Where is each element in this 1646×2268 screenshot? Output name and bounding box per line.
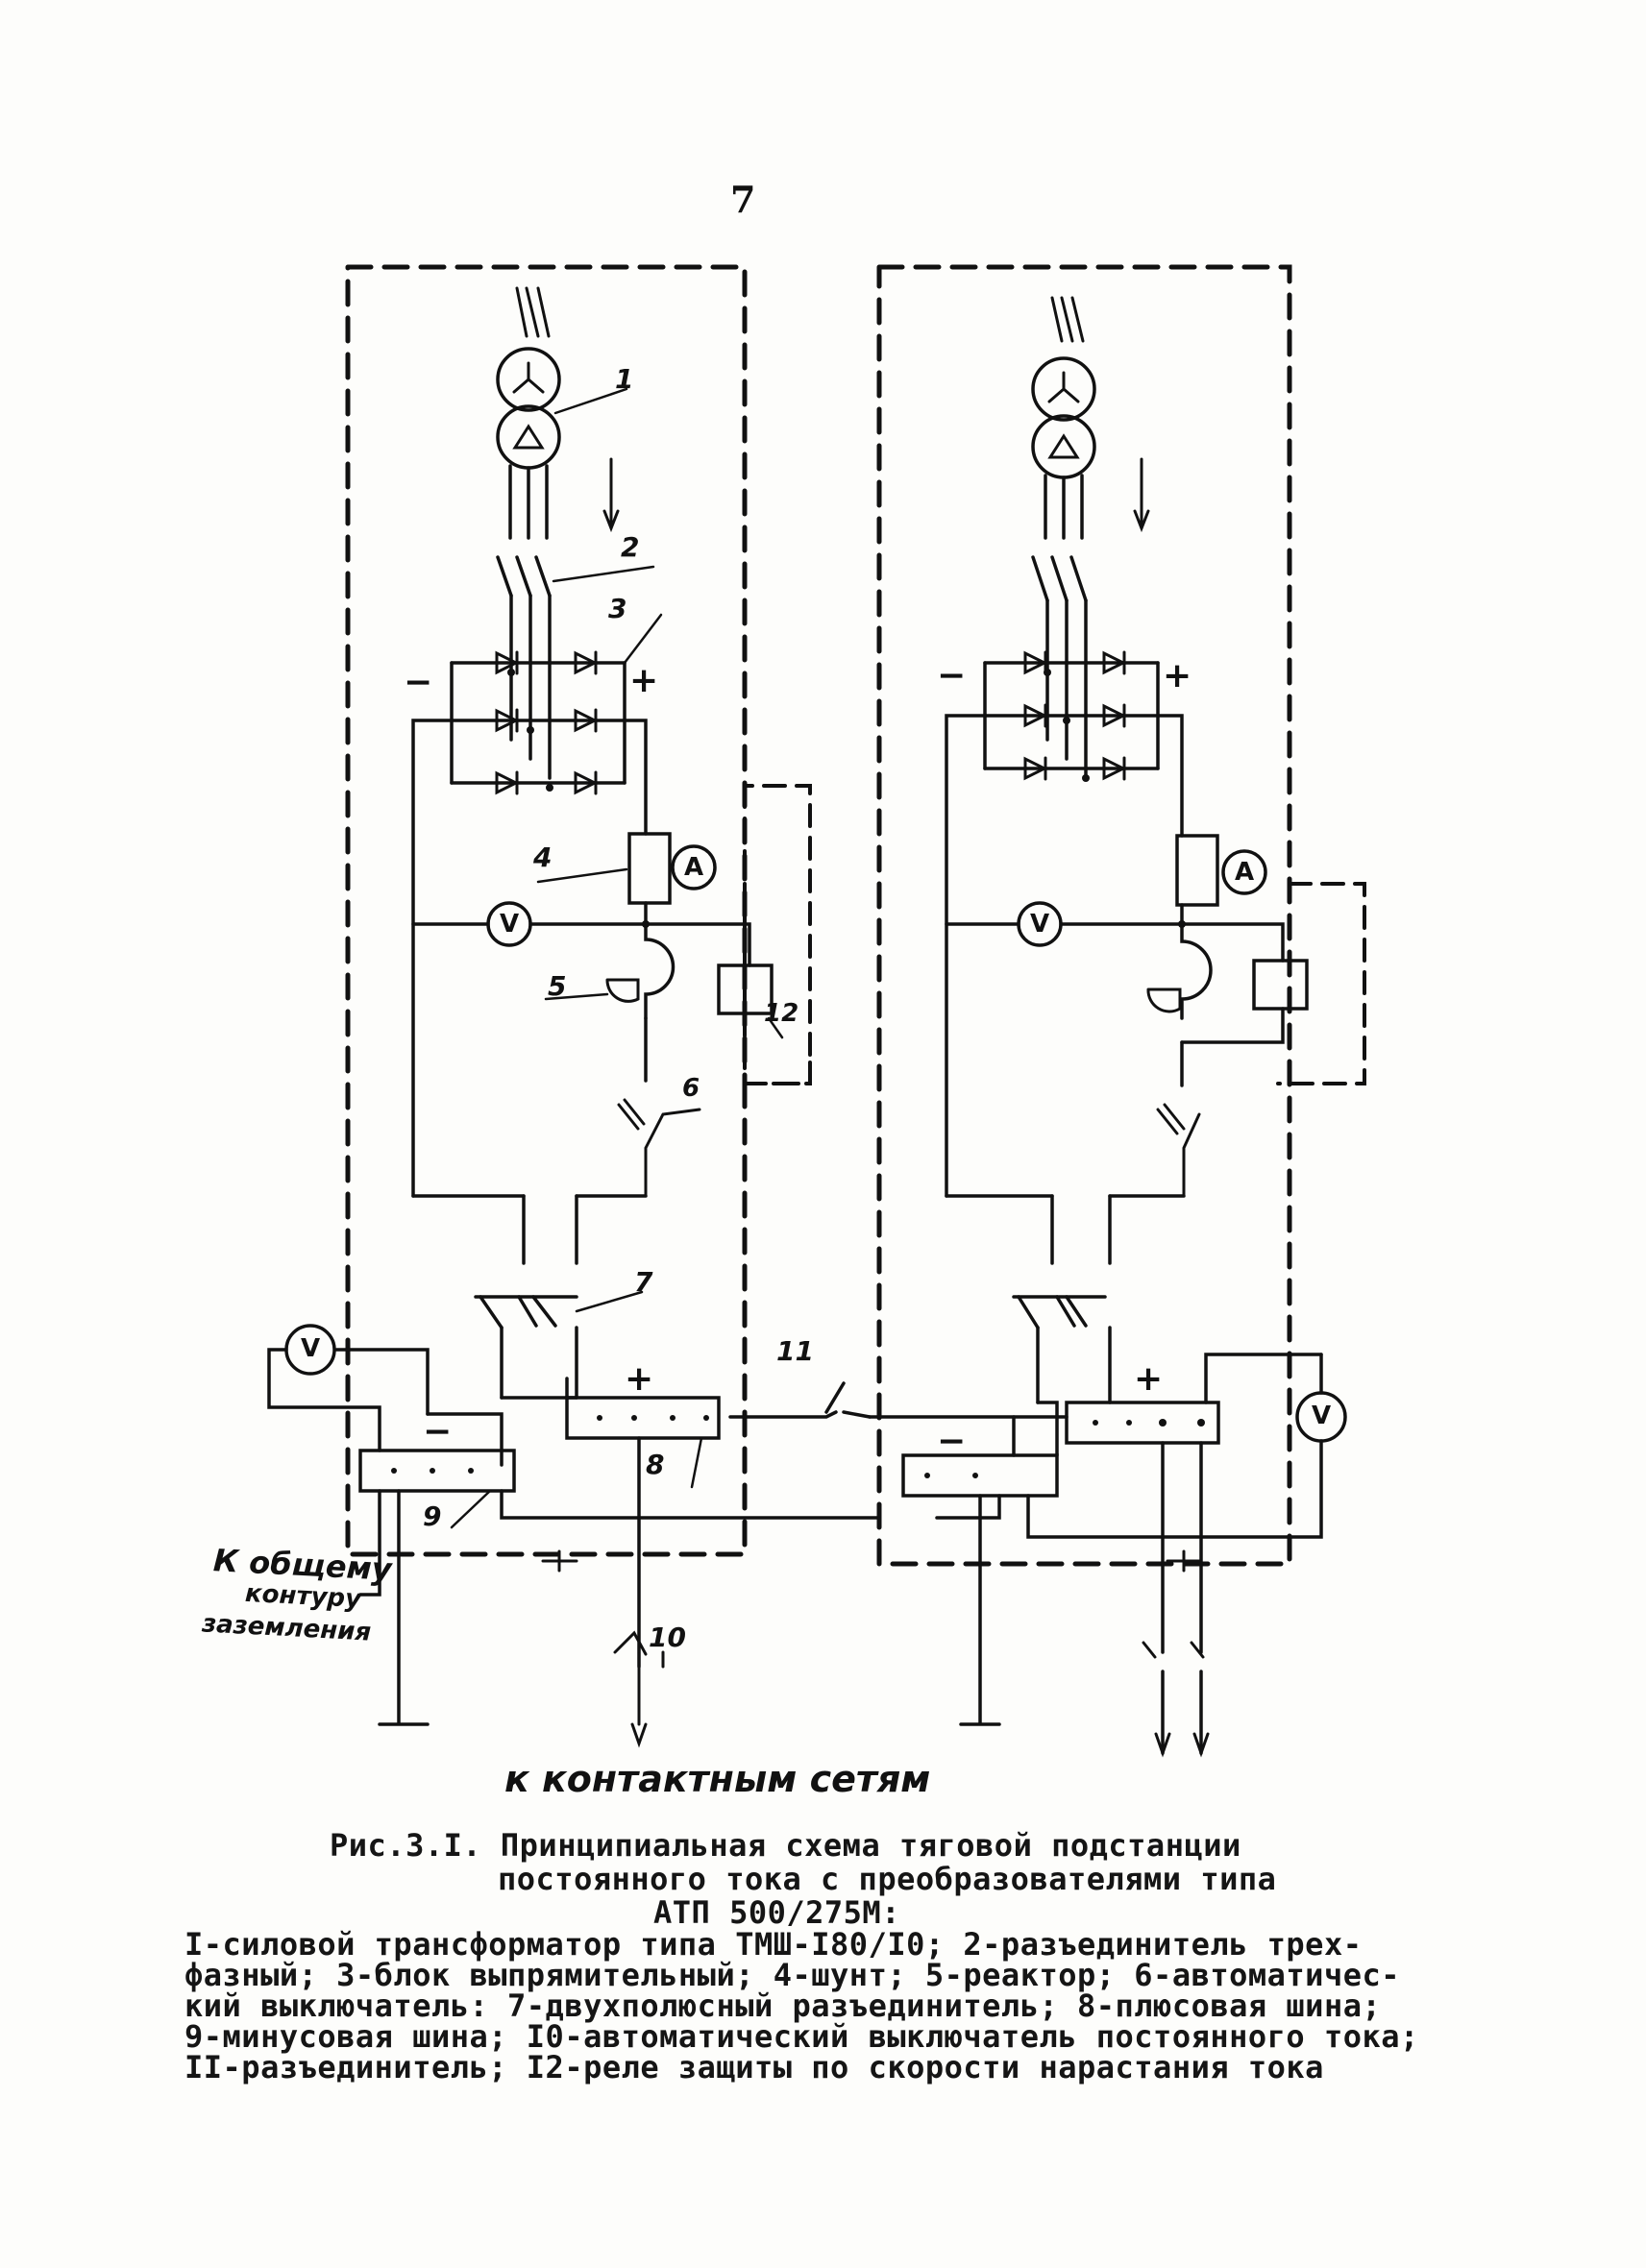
plus-sign-left-rectifier: + (629, 661, 659, 700)
left-relay-enclosure (743, 784, 812, 1085)
legend-line5: II-разъединитель; I2-реле защиты по скор… (184, 2049, 1324, 2085)
ammeter-left-label: A (684, 853, 704, 882)
ground-note-line2: контуру (244, 1578, 362, 1615)
left-two-pole-disconnector (474, 1290, 644, 1400)
voltmeter-left-label: V (500, 910, 520, 939)
minus-sign-right-busbar: − (937, 1422, 967, 1461)
right-relay-enclosure (1276, 882, 1366, 1085)
legend-line4: 9-минусовая шина; I0-автоматический выкл… (184, 2018, 1419, 2055)
plus-sign-right-busbar: + (1134, 1359, 1164, 1399)
label-3: 3 (608, 593, 627, 624)
left-reactor (544, 922, 676, 1020)
right-plus-busbar (1065, 1401, 1220, 1445)
figure-caption-line1: Рис.3.I. Принципиальная схема тяговой по… (330, 1827, 1241, 1864)
plus-sign-right-rectifier: + (1163, 656, 1192, 695)
figure-caption-line2: постоянного тока с преобразователями тип… (498, 1861, 1277, 1897)
label-5: 5 (548, 970, 567, 1002)
substation-schematic (267, 264, 1366, 1758)
minus-sign-left-rectifier: − (404, 663, 433, 702)
left-breaker (617, 1016, 701, 1198)
minus-sign-left-busbar: − (423, 1412, 453, 1451)
right-unit (868, 264, 1366, 1758)
right-transformer (1031, 296, 1096, 540)
page-number: 7 (730, 178, 756, 221)
voltmeter-right-label: V (1030, 910, 1050, 939)
left-shunt (536, 832, 717, 924)
label-1: 1 (615, 363, 634, 395)
left-transformer (496, 286, 628, 540)
legend-line2: фазный; 3-блок выпрямительный; 4-шунт; 5… (184, 1957, 1400, 1993)
minus-sign-right-rectifier: − (937, 656, 967, 695)
legend-line3: кий выключатель: 7-двухполюсный разъедин… (184, 1988, 1382, 2024)
label-9: 9 (423, 1500, 442, 1532)
label-2: 2 (621, 531, 640, 563)
left-minus-busbar (358, 1449, 516, 1493)
label-7: 7 (634, 1266, 653, 1298)
left-relay (644, 922, 784, 1039)
label-4: 4 (533, 841, 553, 873)
label-8: 8 (646, 1449, 665, 1480)
right-enclosure (876, 264, 1292, 1567)
label-10: 10 (649, 1622, 686, 1653)
legend-line1: I-силовой трансформатор типа ТМШ-I80/I0;… (184, 1926, 1363, 1963)
left-unit (267, 264, 881, 1748)
figure-caption-line3: АТП 500/275М: (653, 1894, 900, 1931)
output-note: к контактным сетям (504, 1758, 931, 1800)
left-enclosure (345, 264, 748, 1557)
left-rectifier (450, 613, 663, 795)
plus-sign-left-busbar: + (625, 1359, 654, 1399)
right-rectifier (983, 650, 1160, 781)
label-12: 12 (764, 999, 799, 1028)
voltmeter-far-right-label: V (1312, 1402, 1332, 1430)
left-plus-busbar (565, 1396, 721, 1440)
voltmeter-far-left-label: V (301, 1334, 321, 1363)
label-6: 6 (682, 1074, 700, 1103)
ammeter-right-label: A (1235, 858, 1255, 887)
label-11: 11 (776, 1335, 814, 1367)
